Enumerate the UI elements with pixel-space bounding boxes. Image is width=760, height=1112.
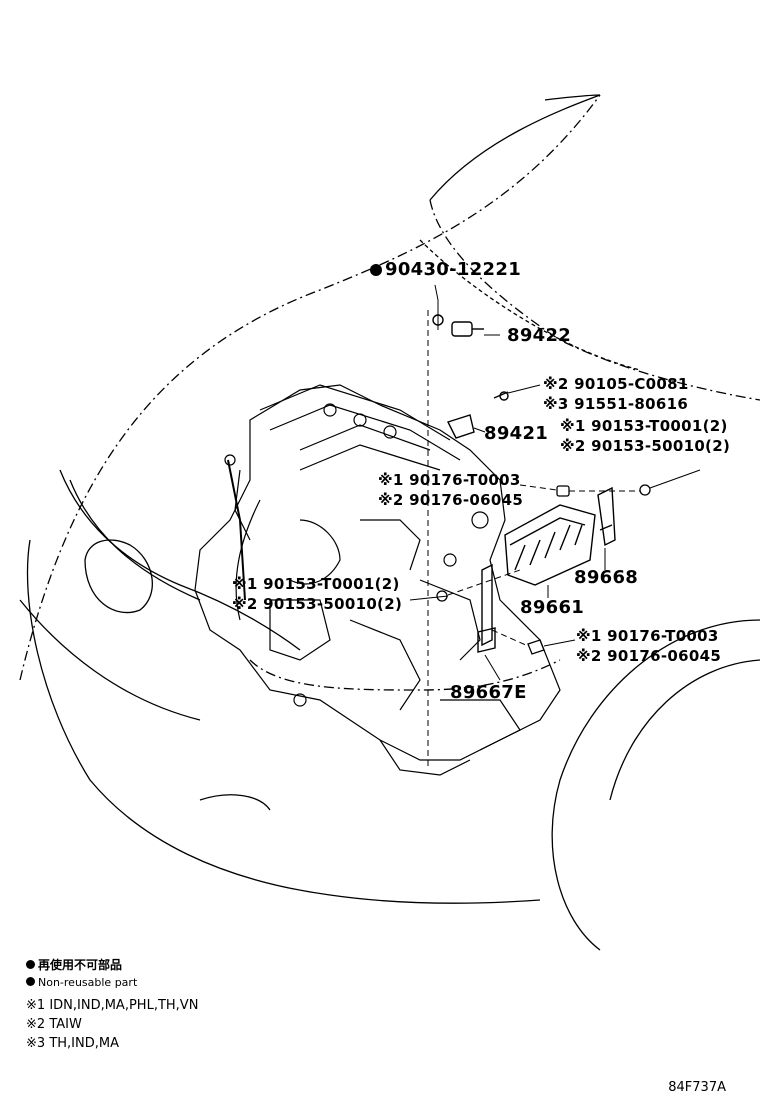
bracket-89668 (597, 486, 616, 547)
label-90105-c0081: ※2 90105-C0081 (543, 375, 689, 393)
label-91551-80616: ※3 91551-80616 (543, 395, 689, 413)
figure-code: 84F737A (668, 1080, 726, 1095)
legend-note-1: ※1 IDN,IND,MA,PHL,TH,VN (26, 998, 199, 1013)
label-90153-t0001-right: ※1 90153-T0001(2) (560, 417, 728, 435)
label-89421: 89421 (484, 423, 549, 444)
label-89422: 89422 (507, 325, 572, 346)
legend-nonreusable-jp: 再使用不可部品 (26, 958, 122, 972)
label-90153-t0001-left: ※1 90153-T0001(2) (232, 575, 400, 593)
label-89667e: 89667E (450, 682, 527, 703)
label-90176-t0003-upper: ※1 90176-T0003 (378, 471, 521, 489)
non-reusable-dot-icon (26, 960, 35, 969)
label-90430-12221: 90430-12221 (370, 260, 521, 280)
non-reusable-dot-icon (370, 264, 382, 276)
vehicle-outline (19, 94, 760, 951)
label-90176-t0003-lower: ※1 90176-T0003 (576, 627, 719, 645)
label-90153-50010-right: ※2 90153-50010(2) (560, 437, 731, 455)
label-89661: 89661 (520, 597, 585, 618)
bracket-89667e (477, 563, 496, 653)
legend-nonreusable-en: Non-reusable part (26, 976, 137, 990)
engine-block (194, 384, 561, 776)
label-89668: 89668 (574, 567, 639, 588)
legend-note-3: ※3 TH,IND,MA (26, 1036, 119, 1051)
bracket-89421 (447, 391, 509, 439)
non-reusable-dot-icon (26, 977, 35, 986)
ecu-89661 (504, 504, 596, 586)
leader-lines (409, 284, 701, 770)
label-90176-06045-upper: ※2 90176-06045 (378, 491, 524, 509)
sensor-89422 (432, 314, 484, 337)
label-90176-06045-lower: ※2 90176-06045 (576, 647, 722, 665)
label-90153-50010-left: ※2 90153-50010(2) (232, 595, 403, 613)
legend-note-2: ※2 TAIW (26, 1017, 82, 1032)
